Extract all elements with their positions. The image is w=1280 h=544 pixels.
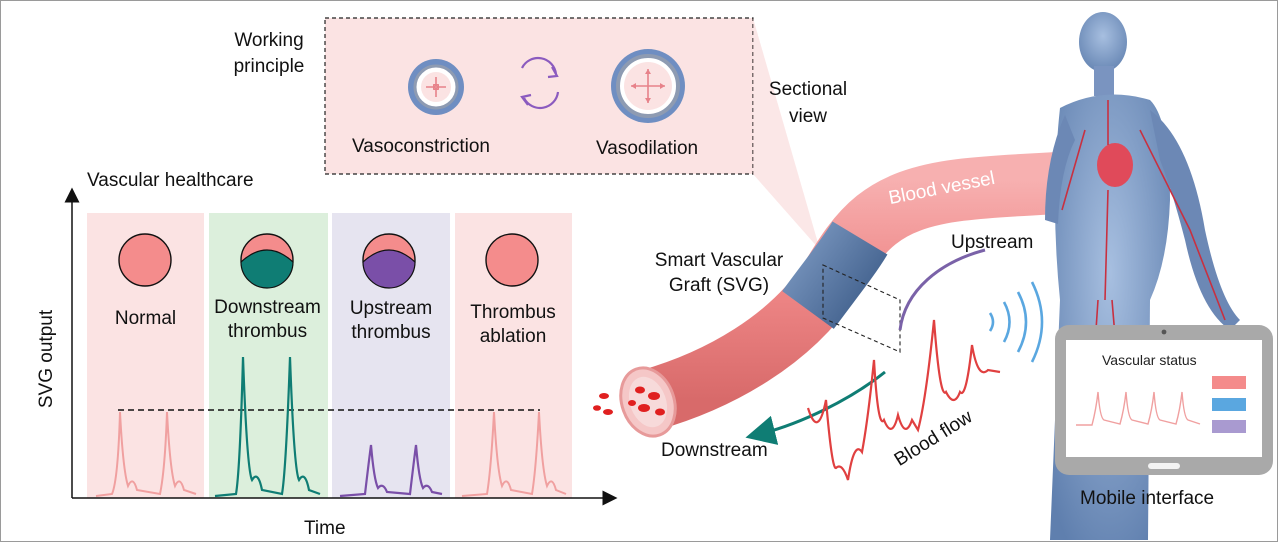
upstream-lead xyxy=(898,248,986,331)
working-principle-label-1: Working xyxy=(234,30,304,51)
x-axis-label: Time xyxy=(304,518,346,539)
svg-output-chart xyxy=(64,187,618,506)
upstream-thrombus-label-2: thrombus xyxy=(351,322,431,343)
upstream-signal xyxy=(339,444,443,498)
wireless-icon xyxy=(988,281,1044,363)
sectional-view-label-1: Sectional xyxy=(768,79,848,100)
status-swatch-downstream xyxy=(1212,398,1246,411)
upstream-label: Upstream xyxy=(951,232,1034,253)
working-principle-label-2: principle xyxy=(233,56,305,77)
normal-label: Normal xyxy=(114,308,177,329)
vascular-healthcare-title: Vascular healthcare xyxy=(87,170,254,191)
section-marker xyxy=(822,264,901,353)
blood-cells xyxy=(593,386,665,416)
cycle-arrows-icon xyxy=(520,56,560,110)
y-axis-label: SVG output xyxy=(36,309,57,409)
red-signal-trace xyxy=(806,319,1001,481)
vasoconstriction-label: Vasoconstriction xyxy=(352,136,490,157)
sectional-view-label-2: view xyxy=(788,106,827,127)
mobile-tablet xyxy=(1055,325,1273,475)
upstream-thrombus-icon xyxy=(362,233,416,289)
thrombus-ablation-label-1: Thrombus xyxy=(470,302,556,323)
status-swatch-upstream xyxy=(1212,420,1246,433)
mobile-interface-label: Mobile interface xyxy=(1080,488,1215,509)
vascular-status-title: Vascular status xyxy=(1102,352,1197,368)
ablation-signal xyxy=(461,411,567,497)
downstream-thrombus-label-2: thrombus xyxy=(227,321,308,342)
normal-signal xyxy=(95,411,197,497)
downstream-thrombus-icon xyxy=(240,233,294,289)
upstream-thrombus-label-1: Upstream xyxy=(349,298,433,319)
downstream-label: Downstream xyxy=(661,440,768,461)
vasoconstriction-icon xyxy=(408,59,464,115)
vasodilation-icon xyxy=(611,49,685,123)
ablation-vessel-icon xyxy=(485,233,539,287)
vasodilation-label: Vasodilation xyxy=(596,138,699,159)
sectional-projection xyxy=(753,18,820,250)
thrombus-ablation-label-2: ablation xyxy=(479,326,547,347)
working-principle-box xyxy=(324,17,754,175)
status-swatch-normal xyxy=(1212,376,1246,389)
downstream-thrombus-label-1: Downstream xyxy=(214,297,321,318)
tablet-signal xyxy=(1076,391,1201,426)
normal-vessel-icon xyxy=(118,233,172,287)
smart-vascular-graft xyxy=(782,221,888,329)
downstream-signal xyxy=(214,356,321,498)
blood-vessel xyxy=(593,149,1094,438)
